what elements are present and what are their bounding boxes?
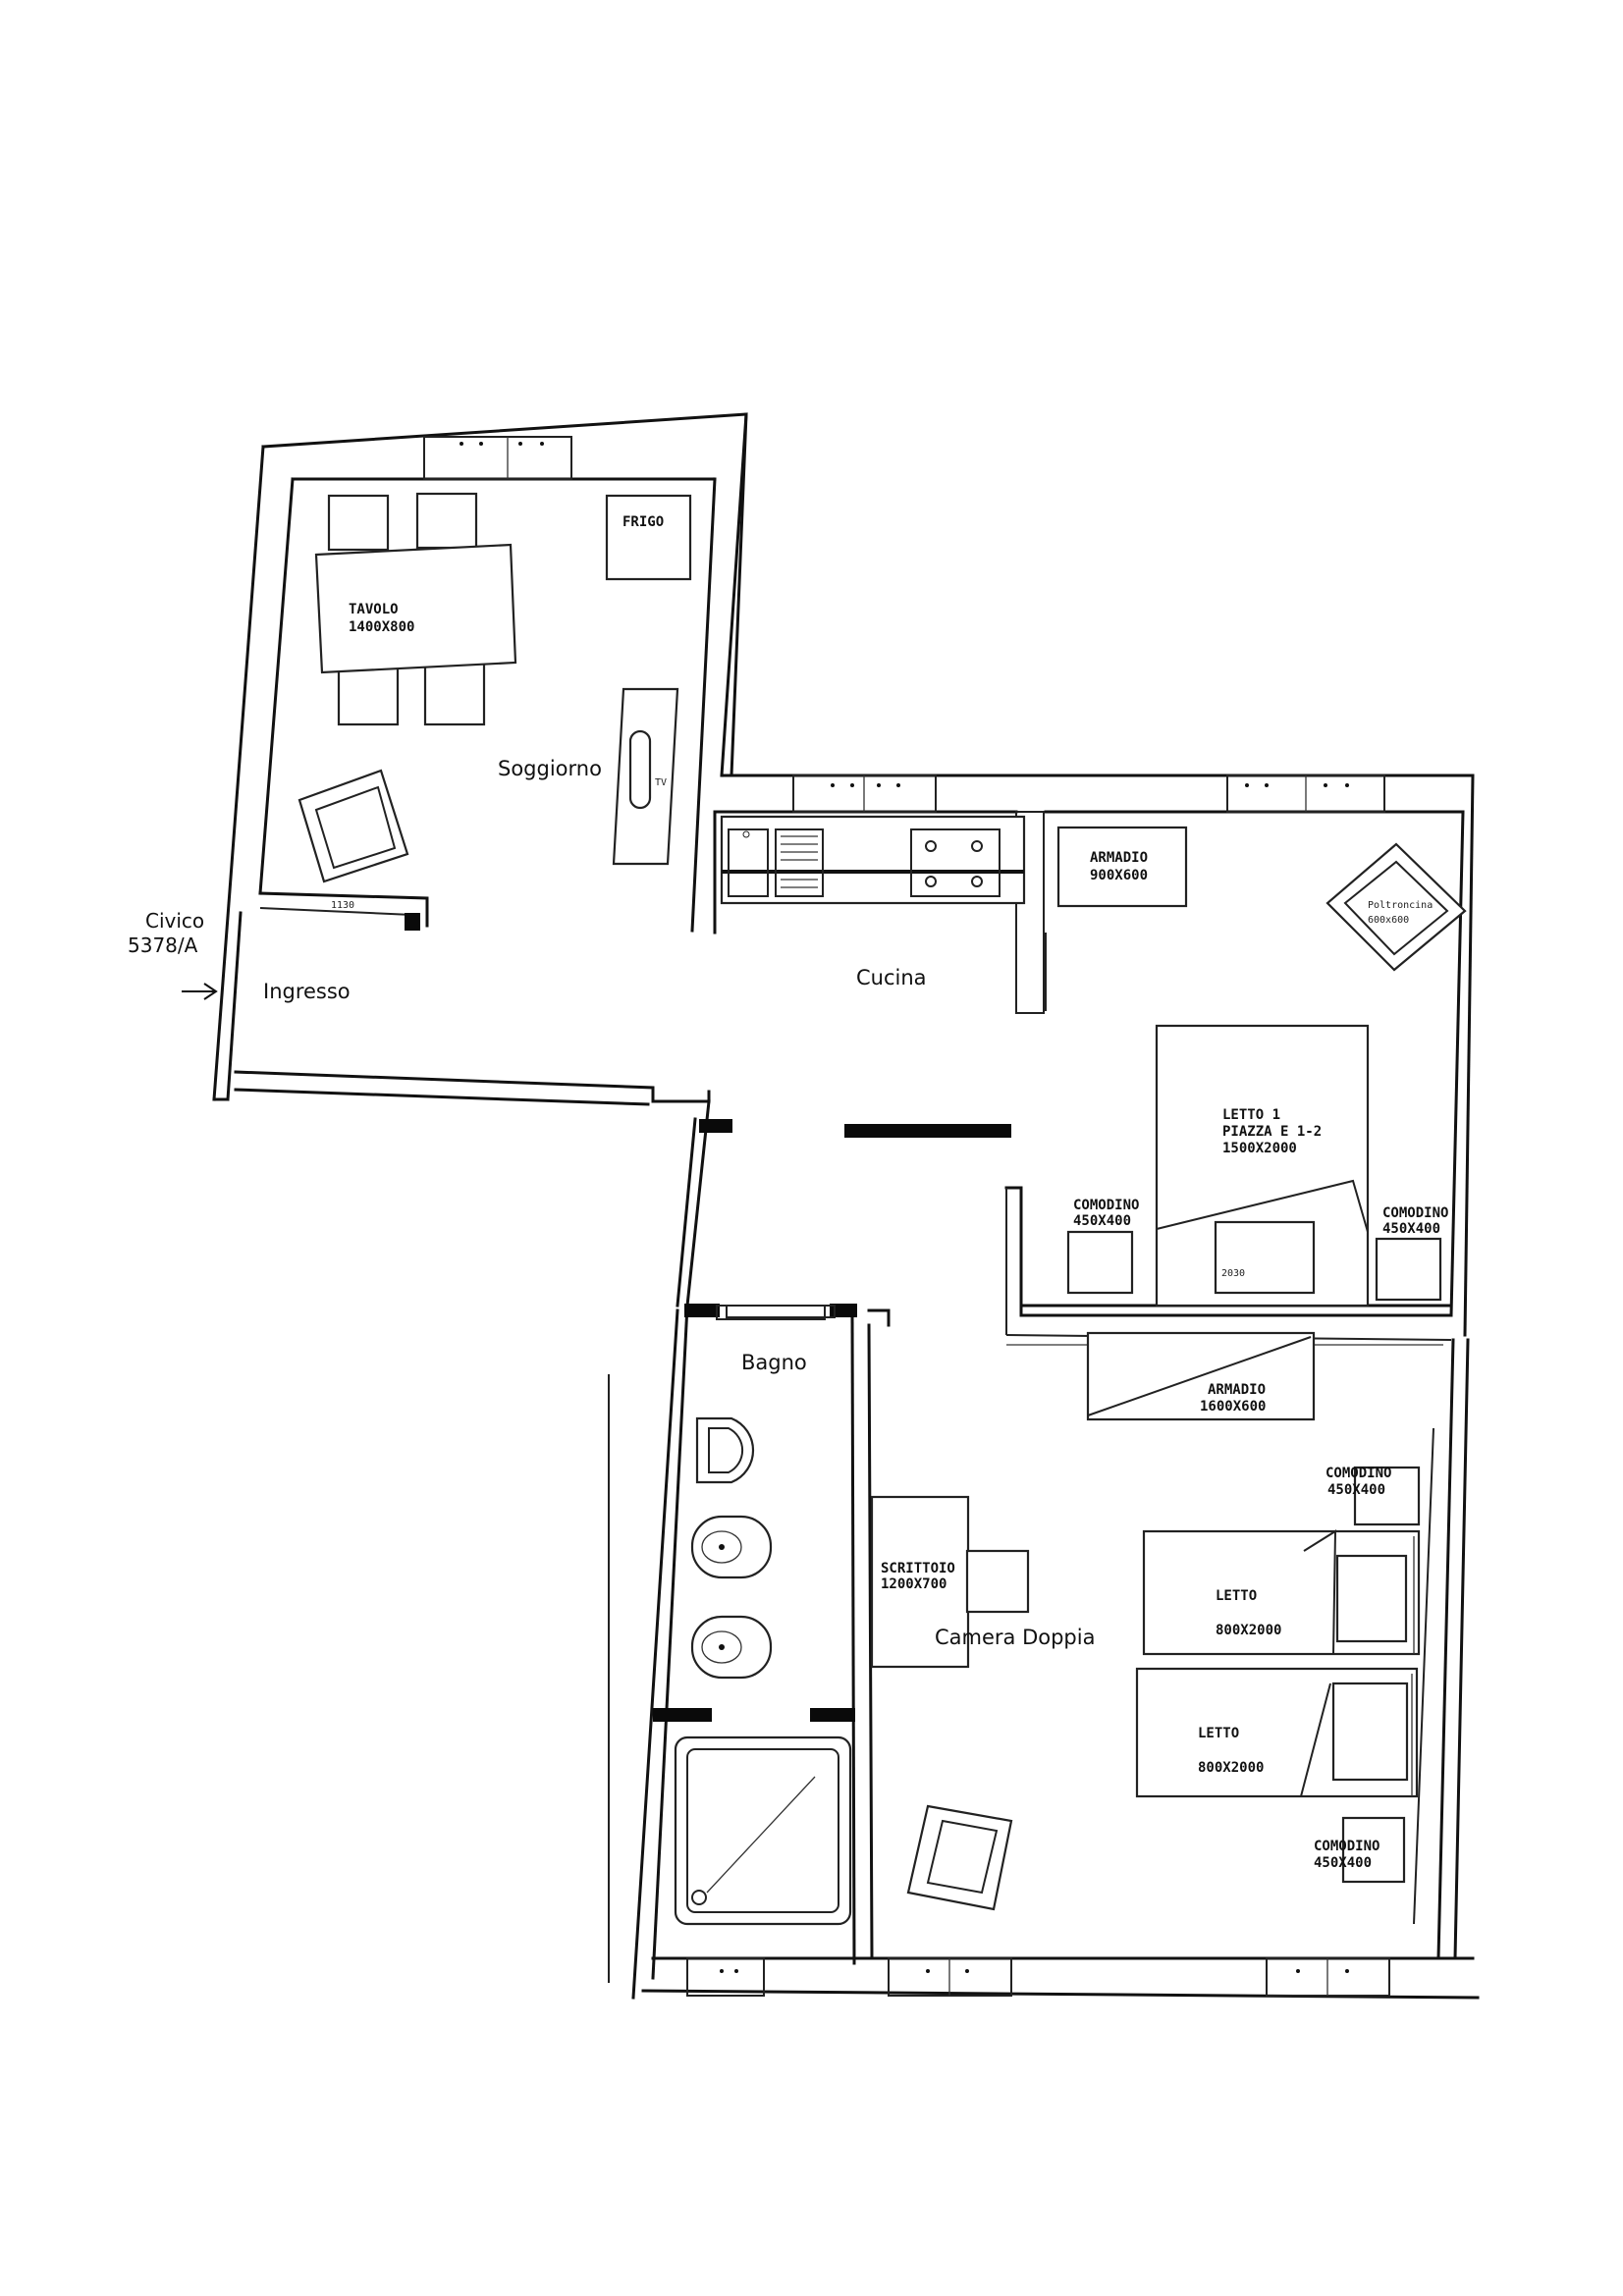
room-soggiorno: Soggiorno xyxy=(498,757,602,780)
letto-a-label: LETTO xyxy=(1216,1588,1257,1604)
poltroncina-label: Poltroncina xyxy=(1368,900,1433,911)
comodino-d-label: COMODINO xyxy=(1314,1839,1380,1854)
letto-b-label: LETTO xyxy=(1198,1726,1239,1741)
kitchen-counter xyxy=(720,815,1026,905)
comodino-a-label: COMODINO xyxy=(1073,1198,1139,1213)
nightstand-b: COMODINO 450X400 xyxy=(1375,1205,1448,1302)
letto-1-sub: PIAZZA E 1-2 xyxy=(1222,1124,1322,1140)
windows xyxy=(423,436,1390,1997)
room-camera-doppia: Camera Doppia xyxy=(935,1626,1095,1649)
dining-table: TAVOLO 1400X800 xyxy=(314,492,517,726)
door-jambs xyxy=(405,913,1011,1722)
single-bed-a: LETTO 800X2000 xyxy=(1142,1529,1421,1656)
comodino-c-size: 450X400 xyxy=(1327,1482,1385,1498)
letto-a-size: 800X2000 xyxy=(1216,1623,1281,1638)
armadio-2-label: ARMADIO xyxy=(1208,1382,1266,1398)
civico-line2: 5378/A xyxy=(128,934,198,957)
comodino-b-label: COMODINO xyxy=(1382,1205,1448,1221)
armchair-soggiorno xyxy=(298,769,409,883)
bathroom-fixtures xyxy=(674,1305,852,1926)
double-bed: LETTO 1 PIAZZA E 1-2 1500X2000 2030 xyxy=(1155,1024,1370,1308)
frigo-label: FRIGO xyxy=(622,514,664,530)
comodino-b-size: 450X400 xyxy=(1382,1221,1440,1237)
armchair-bedroom: Poltroncina 600x600 xyxy=(1325,842,1467,972)
comodino-d-size: 450X400 xyxy=(1314,1855,1372,1871)
comodino-c-label: COMODINO xyxy=(1325,1466,1391,1481)
nightstand-c: COMODINO 450X400 xyxy=(1325,1466,1421,1526)
comodino-a-size: 450X400 xyxy=(1073,1213,1131,1229)
scrittoio-size: 1200X700 xyxy=(881,1576,947,1592)
nightstand-a: COMODINO 450X400 xyxy=(1066,1198,1139,1295)
dim-soggiorno-wall: 1130 xyxy=(331,900,354,911)
desk: SCRITTOIO 1200X700 xyxy=(870,1495,1030,1669)
fridge: FRIGO xyxy=(605,494,692,581)
room-ingresso: Ingresso xyxy=(263,980,351,1003)
tavolo-label: TAVOLO xyxy=(349,602,399,617)
armadio-1-size: 900X600 xyxy=(1090,868,1148,883)
room-cucina: Cucina xyxy=(856,966,927,989)
letto-b-size: 800X2000 xyxy=(1198,1760,1264,1776)
wardrobe-2: 3151 ARMADIO 1600X600 xyxy=(1006,1331,1443,1421)
tavolo-size: 1400X800 xyxy=(349,619,414,635)
tv-unit: TV xyxy=(612,687,679,866)
armchair-camera xyxy=(906,1804,1013,1911)
single-bed-b: LETTO 800X2000 xyxy=(1135,1667,1419,1798)
poltroncina-size: 600x600 xyxy=(1368,915,1409,926)
entry-arrow xyxy=(182,983,218,1000)
armadio-1-label: ARMADIO xyxy=(1090,850,1148,866)
civico-line1: Civico xyxy=(145,909,204,933)
armadio-2-size: 1600X600 xyxy=(1200,1399,1266,1415)
tv-label: TV xyxy=(655,777,667,788)
wardrobe-1: ARMADIO 900X600 xyxy=(1056,826,1188,908)
scrittoio-label: SCRITTOIO xyxy=(881,1561,955,1576)
dim-bed-foot: 2030 xyxy=(1221,1268,1245,1279)
nightstand-d: COMODINO 450X400 xyxy=(1314,1816,1406,1884)
letto-1-label: LETTO 1 xyxy=(1222,1107,1280,1123)
letto-1-size: 1500X2000 xyxy=(1222,1141,1297,1156)
room-bagno: Bagno xyxy=(741,1351,807,1374)
